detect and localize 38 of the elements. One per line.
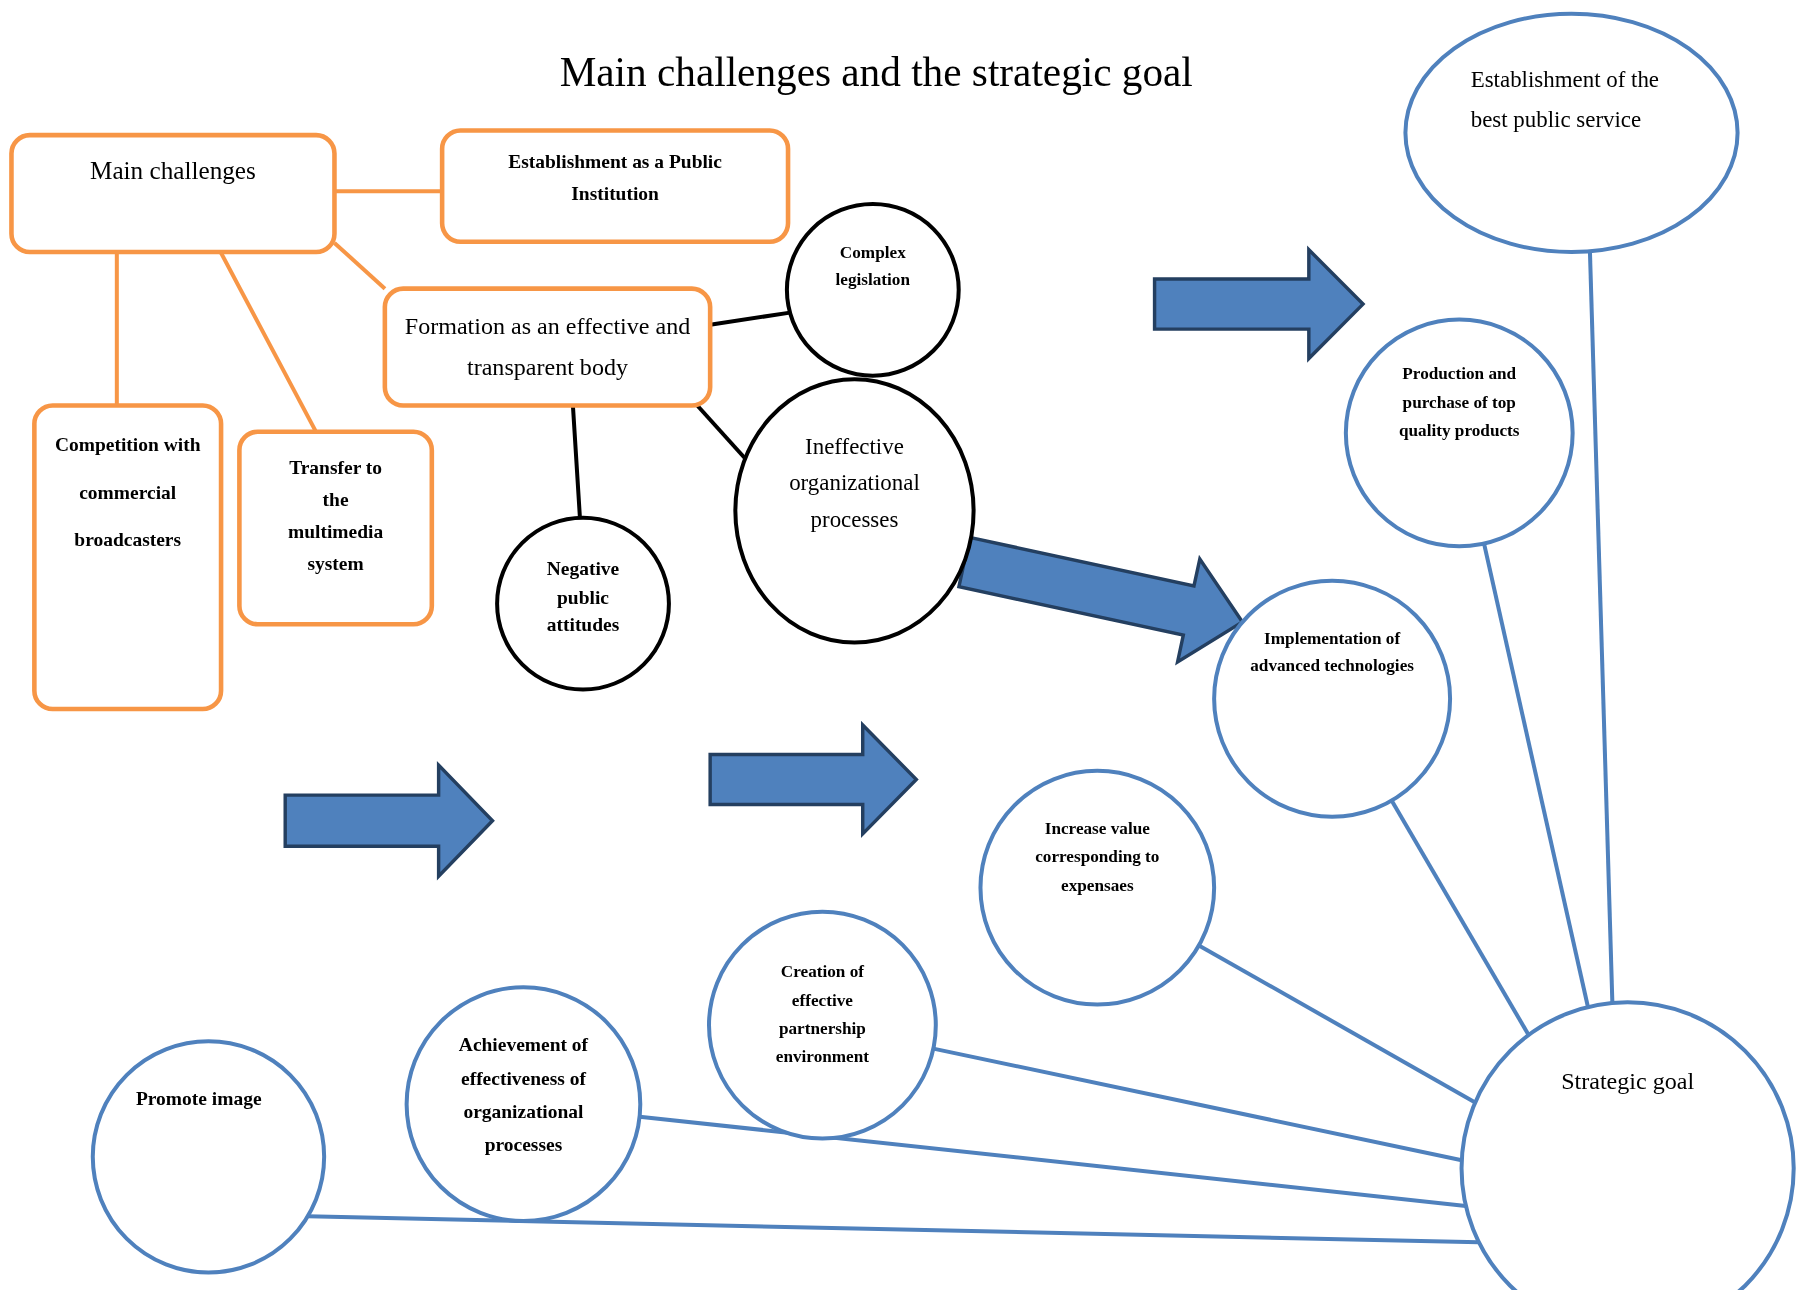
connector-line bbox=[1389, 799, 1531, 1036]
circle-label: Increase value corresponding to expensaes bbox=[1034, 817, 1161, 897]
block-arrow bbox=[956, 535, 1245, 666]
box-text: Establishment as a Public Institution bbox=[507, 150, 723, 208]
challenge-box bbox=[384, 288, 711, 406]
box-text: Main challenges bbox=[89, 154, 257, 187]
goal-circle bbox=[980, 770, 1215, 1005]
problem-circle bbox=[786, 203, 959, 376]
box-text: Formation as an effective and transparent body bbox=[403, 311, 692, 382]
circle-label: Achievement of effectiveness of organizational processes bbox=[457, 1033, 590, 1158]
circle-label: Ineffective organizational processes bbox=[788, 431, 921, 534]
connector-line bbox=[1587, 251, 1615, 1003]
challenge-box bbox=[239, 431, 432, 625]
goal-circle bbox=[709, 911, 936, 1139]
goal-circle bbox=[1405, 13, 1738, 252]
problem-circle bbox=[735, 379, 974, 643]
circle-label: Establishment of the best public service bbox=[1470, 65, 1661, 134]
circle-label: Negative public attitudes bbox=[545, 556, 621, 638]
goal-circle bbox=[1214, 580, 1451, 817]
connector-line bbox=[307, 1214, 1479, 1245]
connector-line bbox=[1482, 543, 1590, 1008]
box-text: Competition with commercial broadcasters bbox=[53, 433, 202, 554]
challenge-box bbox=[34, 405, 222, 709]
circle-label: Strategic goal bbox=[1560, 1066, 1696, 1097]
goal-circle bbox=[1345, 319, 1573, 547]
circle-label: Complex legislation bbox=[834, 241, 912, 291]
circle-label: Creation of effective partnership environment bbox=[774, 961, 870, 1068]
circle-label: Production and purchase of top quality products bbox=[1398, 363, 1521, 442]
challenge-box bbox=[442, 130, 789, 242]
problem-circle bbox=[497, 517, 669, 690]
goal-circle bbox=[406, 987, 641, 1221]
challenge-box bbox=[11, 135, 335, 252]
circle-label: Promote image bbox=[134, 1087, 263, 1112]
connector-line bbox=[695, 404, 747, 460]
goal-circle bbox=[92, 1041, 325, 1273]
box-text: Transfer to the multimedia system bbox=[287, 456, 385, 578]
circle-label: Implementation of advanced technologies bbox=[1249, 627, 1415, 677]
diagram-title: Main challenges and the strategic goal bbox=[558, 48, 1194, 97]
